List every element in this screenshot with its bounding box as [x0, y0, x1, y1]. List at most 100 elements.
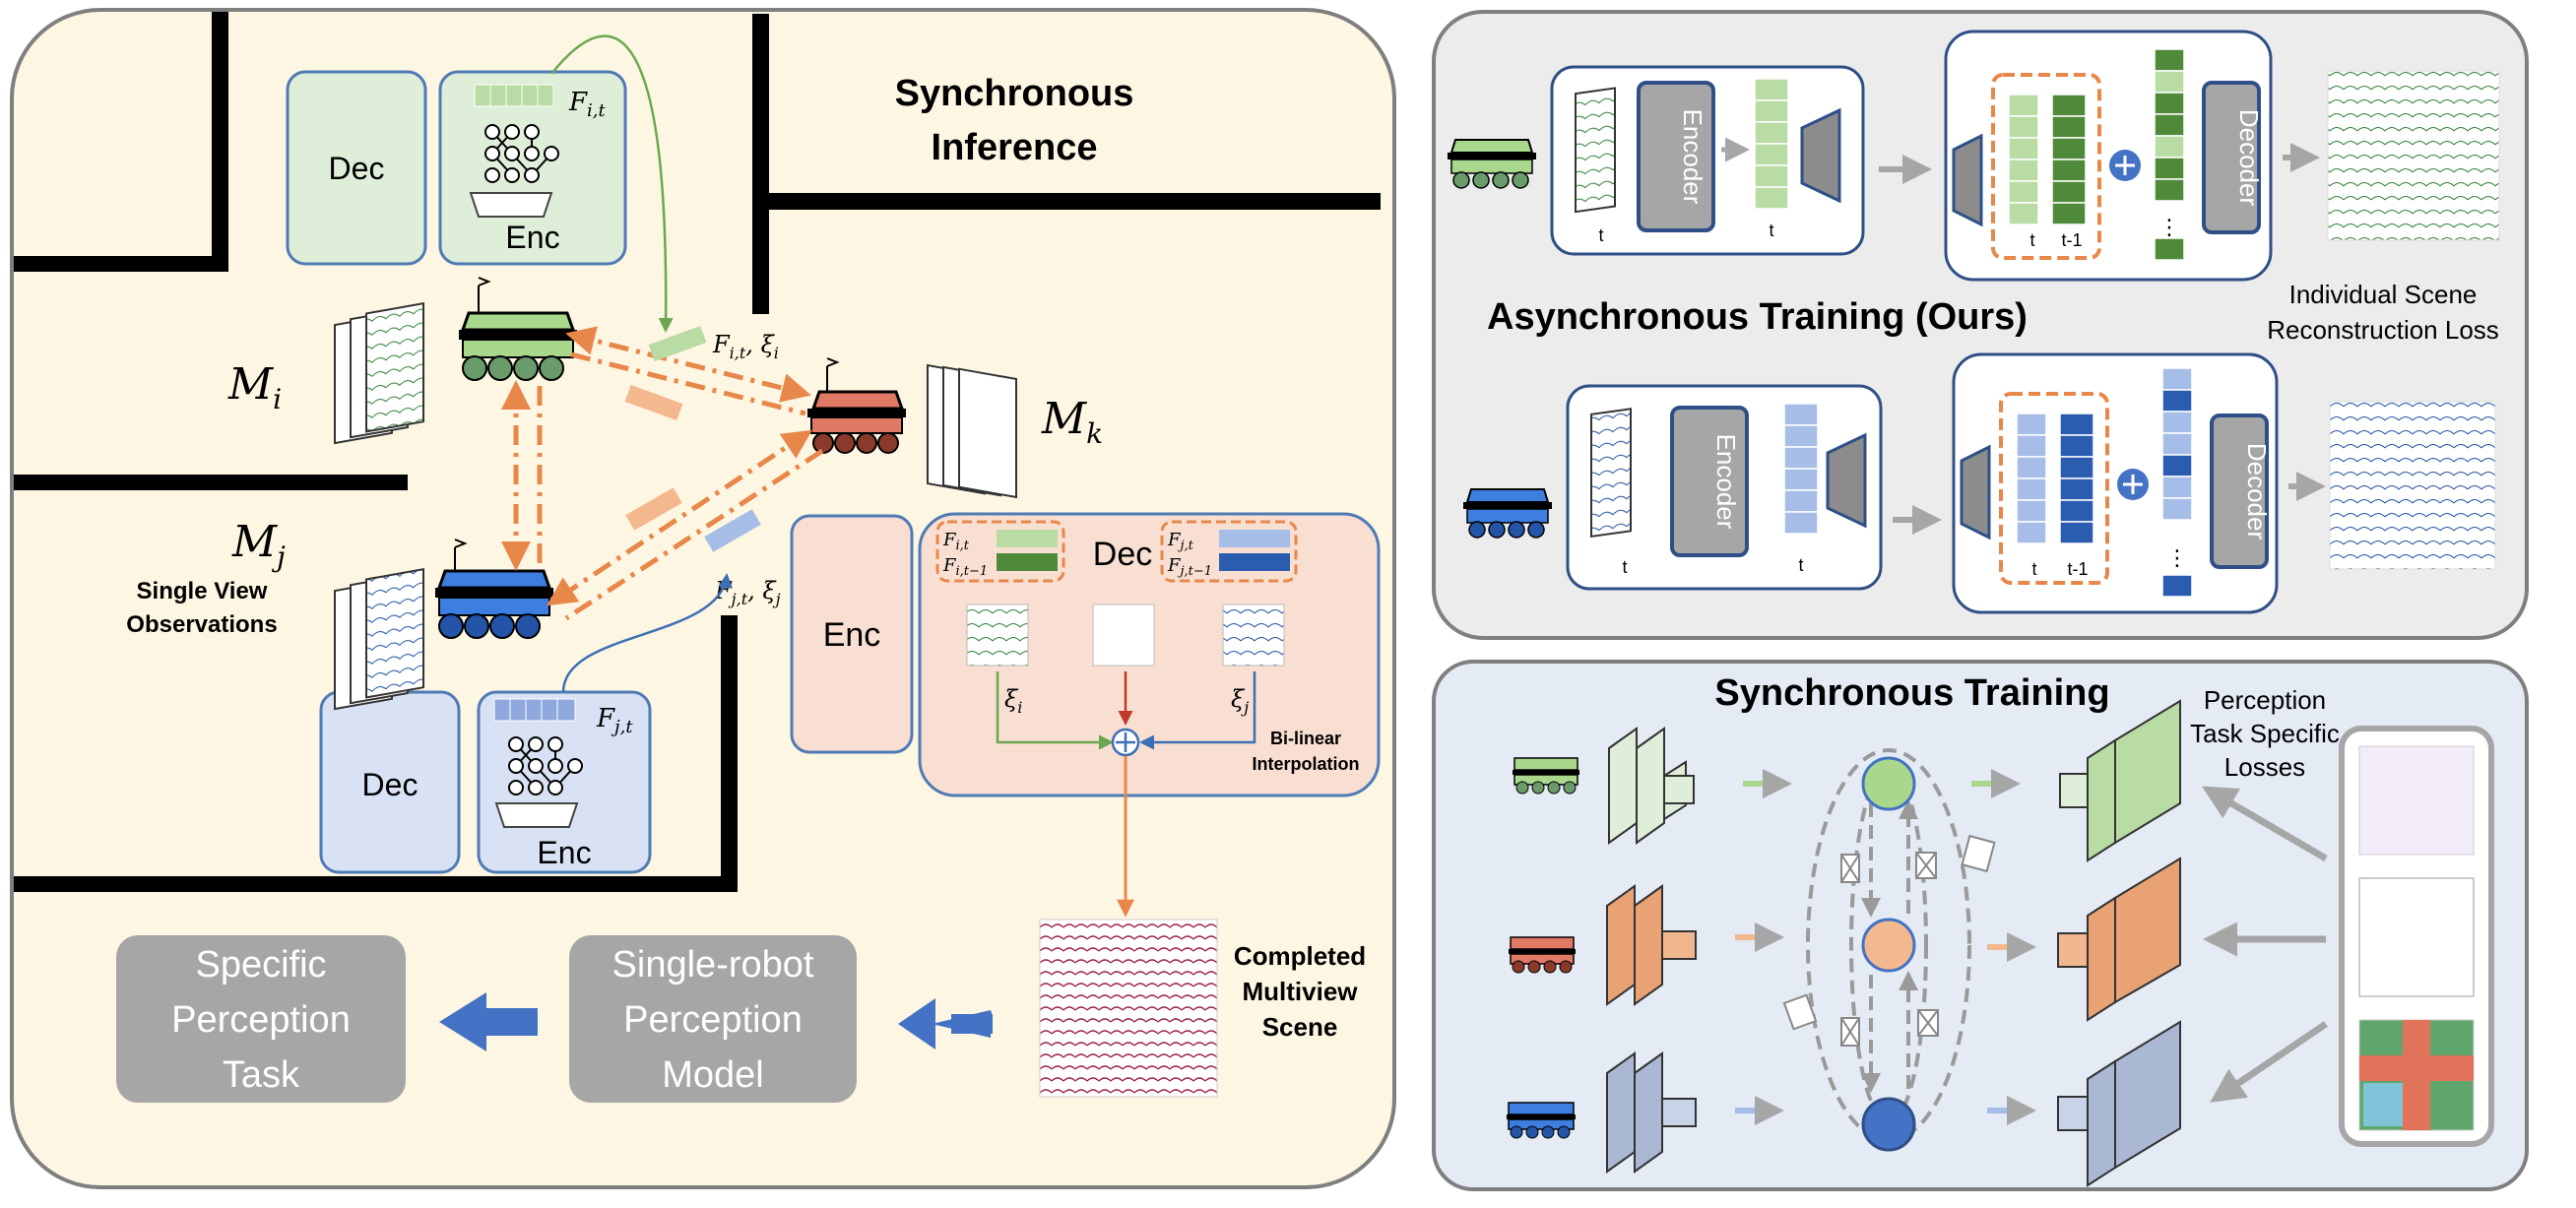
- sync-decoder-blue: [2057, 1020, 2181, 1187]
- robot-j-feature-label: Fj,t: [596, 704, 633, 737]
- fusion-dec-label: Dec: [1093, 536, 1152, 573]
- async-decoder-label-blue: Decoder: [2242, 443, 2272, 540]
- map-label-k: Mk: [1041, 394, 1103, 450]
- sync-encoder-red: [1606, 884, 1697, 1006]
- fusion-arrow-i: [996, 671, 1114, 750]
- async-mem-t-label-green: t: [2029, 230, 2034, 250]
- sync-example-occupancy: [2358, 745, 2475, 856]
- single-robot-label-3: Model: [662, 1054, 764, 1096]
- fusion-thumb-i: [966, 604, 1029, 667]
- sync-robot-blue: [1507, 1102, 1576, 1139]
- specific-label: Specific: [195, 944, 326, 985]
- async-loss-label-2: Reconstruction Loss: [2267, 315, 2499, 345]
- fusion-arrow-j: [1139, 671, 1256, 750]
- robot-i-feature-label: Fi,t: [568, 88, 607, 121]
- sync-decoder-green: [2059, 699, 2181, 862]
- async-sum-icon-green: [2109, 150, 2141, 181]
- specific-label-2: Perception: [171, 999, 351, 1041]
- map-label-j: Mj: [231, 517, 286, 573]
- fusion-fi-t1-label: Fi,t−1: [942, 555, 988, 579]
- specific-task-box: [116, 935, 406, 1103]
- sync-loss-label: Perception: [2204, 685, 2326, 715]
- single-robot-label-2: Perception: [623, 999, 803, 1041]
- async-encoder-green: [1637, 81, 1715, 232]
- sync-robot-green: [1513, 757, 1579, 795]
- sync-example-seg-water: [2363, 1083, 2403, 1126]
- async-robot-blue: [1463, 488, 1552, 539]
- packet-label-i: Fi,t, ξi: [712, 331, 779, 362]
- sync-example-seg-road2: [2403, 1020, 2430, 1130]
- fusion-fi-t-bar: [997, 530, 1058, 547]
- async-memory-t1-blue: [2059, 413, 2094, 544]
- async-decoder-green: [2202, 81, 2261, 234]
- robot-j-enc-label: Enc: [537, 835, 591, 870]
- async-mem-t1-label-blue: t-1: [2067, 559, 2088, 579]
- packet-label-j: Fj,t, ξj: [714, 577, 781, 608]
- fusion-thumb-j: [1222, 604, 1285, 667]
- async-memory-t-green: [2008, 94, 2039, 225]
- async-feature-column-green: [1754, 78, 1789, 210]
- packet-green: [648, 325, 707, 362]
- async-projector-green-2: [1952, 133, 1983, 227]
- robot-i-green: [459, 277, 577, 381]
- specific-label-3: Task: [223, 1054, 300, 1096]
- fusion-sum-icon: [1111, 728, 1140, 757]
- async-fused-column-blue: [2161, 367, 2193, 598]
- completed-label: Completed: [1234, 941, 1366, 971]
- fusion-thumb-k: [1092, 604, 1155, 667]
- async-memory-box-green: [1991, 73, 2101, 260]
- robot-i-enc-label: Enc: [505, 220, 559, 255]
- interp-label-2: Interpolation: [1253, 754, 1360, 774]
- fusion-fi-t1-bar: [997, 553, 1058, 571]
- robot-j-scan-thumb: [494, 802, 579, 828]
- sync-message-icons: [1782, 834, 1996, 1047]
- async-robot-green: [1448, 139, 1536, 189]
- async-decoder-label-green: Decoder: [2234, 109, 2264, 207]
- robot-j-neural-net-icon: [508, 736, 583, 795]
- floor-walls: [14, 12, 1381, 892]
- robot-i-feature-bar: [474, 84, 554, 107]
- robot-i-dec-box: [286, 70, 427, 266]
- async-projector-green: [1800, 107, 1841, 204]
- inference-title: Synchronous: [895, 73, 1134, 114]
- pipeline-arrow-1-shaft: [951, 1014, 993, 1034]
- robot-i-scan-thumb: [469, 192, 553, 218]
- packet-orange-2: [625, 487, 682, 531]
- sync-node-red: [1861, 918, 1916, 973]
- pipeline-arrow-1-head: [898, 998, 935, 1049]
- blue-send-curve: [561, 573, 733, 693]
- async-encoder-label-blue: Encoder: [1711, 434, 1741, 530]
- single-robot-model-box: [569, 935, 857, 1103]
- async-encoder-blue: [1670, 406, 1749, 557]
- sync-decoder-red: [2057, 857, 2181, 1022]
- async-dots-green: ⋮: [2158, 215, 2180, 239]
- fusion-enc-label: Enc: [823, 616, 881, 654]
- fusion-enc-box: [790, 514, 914, 754]
- completed-label-3: Scene: [1262, 1012, 1338, 1042]
- async-memory-box-blue: [1999, 392, 2109, 585]
- pipeline-arrow-2-head: [439, 992, 486, 1051]
- async-mem-t-label-blue: t: [2031, 559, 2036, 579]
- fusion-fj-t1-bar: [1219, 553, 1290, 571]
- async-encoder-label-green: Encoder: [1678, 109, 1707, 205]
- single-view-label-2: Observations: [126, 611, 277, 638]
- sync-robot-red: [1509, 936, 1576, 974]
- robot-i-neural-net-icon: [484, 124, 559, 183]
- async-input-green: [1575, 87, 1616, 214]
- comm-arrows: [501, 326, 824, 621]
- map-label-i: Mi: [227, 359, 282, 415]
- async-training-panel: t Encoder t t t-1: [1432, 10, 2529, 640]
- async-fused-column-green: [2154, 48, 2185, 261]
- async-loss-label: Individual Scene: [2289, 280, 2478, 309]
- sync-loss-label-3: Losses: [2224, 752, 2305, 782]
- map-stack-j: [334, 568, 424, 711]
- fusion-fj-t-bar: [1219, 530, 1290, 547]
- sync-loss-arrow-blue: [2210, 1021, 2328, 1103]
- completed-scene-image: [1039, 919, 1218, 1098]
- sync-training-panel: Synchronous Training Perception Task Spe…: [1432, 660, 2529, 1191]
- async-t-label-3: t: [1622, 557, 1627, 577]
- async-t-label-2: t: [1769, 221, 1773, 240]
- robot-j-feature-bar: [493, 698, 576, 722]
- async-input-blue: [1590, 408, 1632, 539]
